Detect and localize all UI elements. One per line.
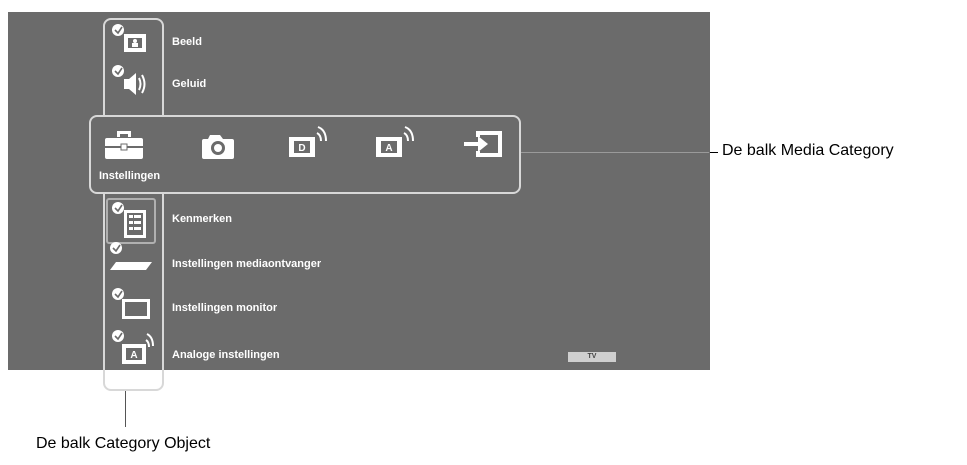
category-object-callout-line [125,391,126,427]
tv-screen: Beeld Geluid Instellingen [8,12,710,391]
media-bar-callout-line [521,152,709,153]
selection-highlight [106,198,156,244]
picture-settings-icon[interactable] [110,22,150,58]
analog-tv-icon[interactable]: A [372,123,416,161]
digital-tv-icon[interactable]: D [285,123,329,161]
sound-settings-icon[interactable] [110,63,150,99]
input-icon[interactable] [462,127,506,161]
menu-item-mediaontvanger[interactable]: Instellingen mediaontvanger [172,258,322,270]
toolbox-icon[interactable] [103,129,145,161]
media-bar-callout-line-outside [710,152,718,153]
menu-item-beeld[interactable]: Beeld [172,36,202,48]
tv-badge: TV [568,352,616,362]
analog-settings-icon[interactable]: A [110,328,154,368]
category-object-callout: De balk Category Object [36,435,211,452]
camera-icon[interactable] [198,131,238,161]
media-category-bar: Instellingen D A [89,115,521,194]
media-bar-selected-label: Instellingen [99,170,161,182]
svg-text:A: A [130,350,137,361]
category-object-bar [103,18,164,391]
monitor-icon[interactable] [110,286,152,322]
menu-item-analoge-instellingen[interactable]: Analoge instellingen [172,349,280,361]
media-category-callout: De balk Media Category [722,142,894,159]
menu-item-monitor[interactable]: Instellingen monitor [172,302,278,314]
svg-text:D: D [298,143,305,154]
menu-item-kenmerken[interactable]: Kenmerken [172,213,232,225]
media-receiver-icon[interactable] [108,240,154,274]
svg-text:A: A [385,143,392,154]
features-icon[interactable] [110,200,152,242]
menu-item-geluid[interactable]: Geluid [172,78,207,90]
